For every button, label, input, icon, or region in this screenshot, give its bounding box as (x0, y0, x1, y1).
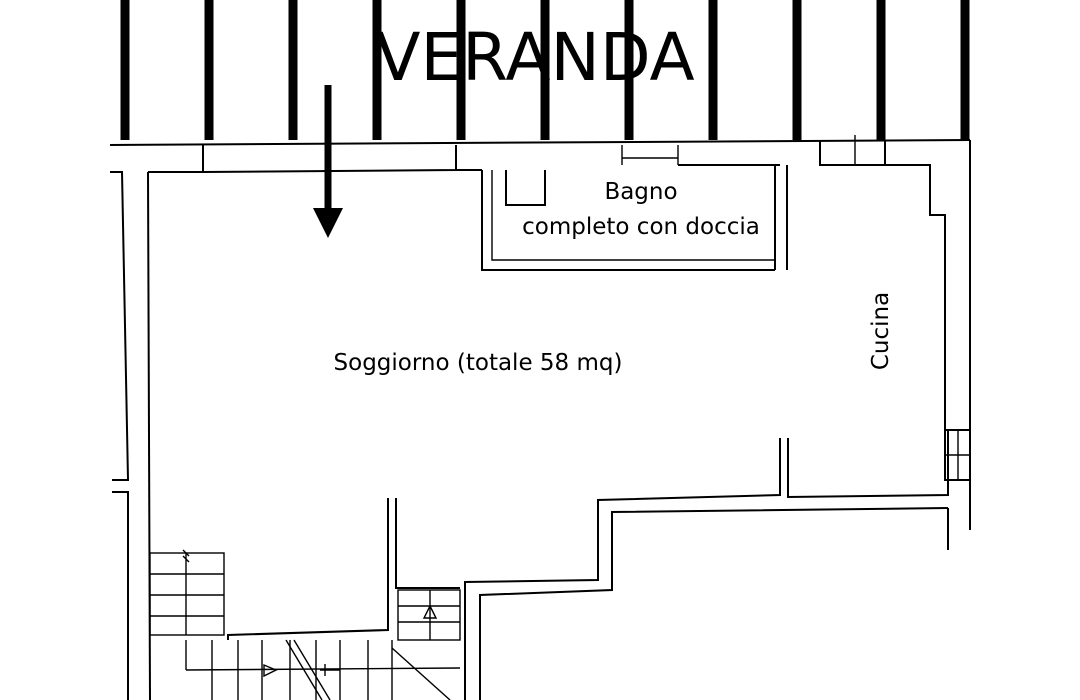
bagno-label: Bagno (604, 179, 677, 205)
entrance-arrow (313, 85, 343, 238)
bagno-sublabel: completo con doccia (522, 214, 760, 240)
stairs-left (149, 549, 225, 636)
kitchen-partition (464, 430, 949, 700)
interior-walls-lower (227, 498, 460, 640)
veranda-posts (120, 0, 970, 140)
cucina-label: Cucina (868, 292, 894, 370)
stairs-bottom (185, 639, 461, 700)
exterior-walls (109, 135, 971, 700)
bathroom-walls (481, 165, 788, 271)
veranda-label: VERANDA (375, 19, 694, 96)
stairs-right (397, 589, 461, 641)
soggiorno-label: Soggiorno (totale 58 mq) (334, 350, 623, 376)
